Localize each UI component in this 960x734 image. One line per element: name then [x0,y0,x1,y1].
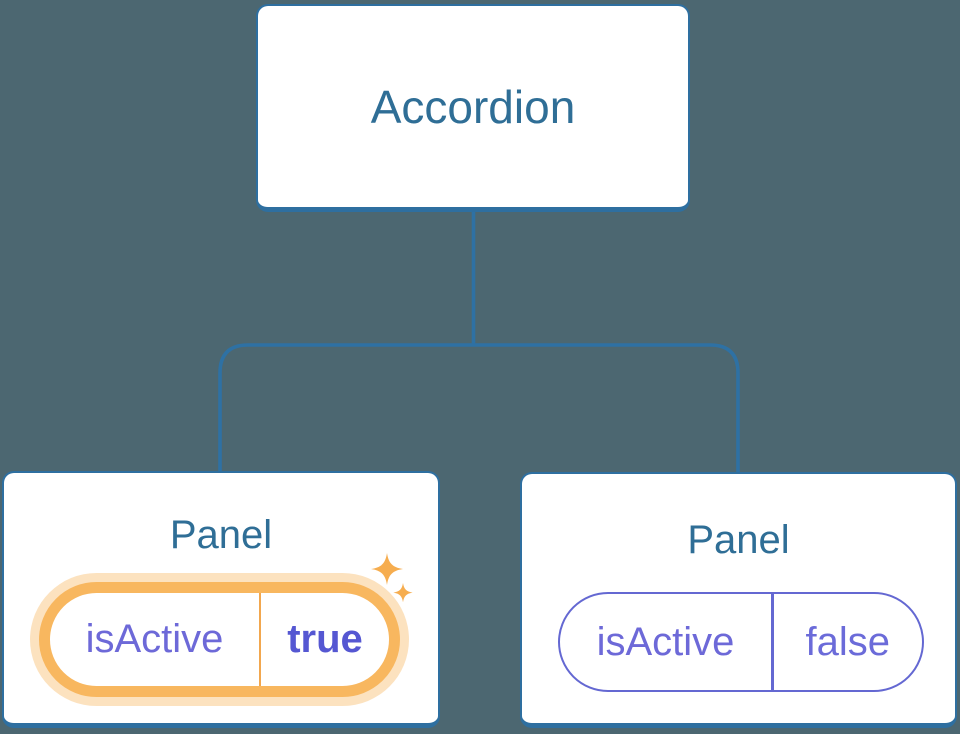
state-key-cell: isActive [560,594,771,690]
accordion-node: Accordion [256,4,690,212]
state-key-cell: isActive [50,593,259,686]
panel-title: Panel [169,513,273,557]
state-key-label: isActive [596,619,735,664]
state-key-label: isActive [85,617,224,661]
accordion-node-label: Accordion [370,80,576,133]
state-value-label: true [287,617,363,661]
state-value-label: false [805,619,891,664]
state-value-cell: true [261,593,389,686]
panel-node-active: Panel isActive true [2,471,440,728]
state-pill-active: isActive true [39,582,400,697]
state-value-cell: false [774,594,923,690]
pill-divider [771,594,774,690]
panel-node-inactive: Panel isActive false [520,472,957,728]
sparkles-icon [371,553,413,603]
panel-title: Panel [687,518,790,562]
pill-divider [259,593,261,686]
state-pill-inactive: isActive false [558,592,924,692]
